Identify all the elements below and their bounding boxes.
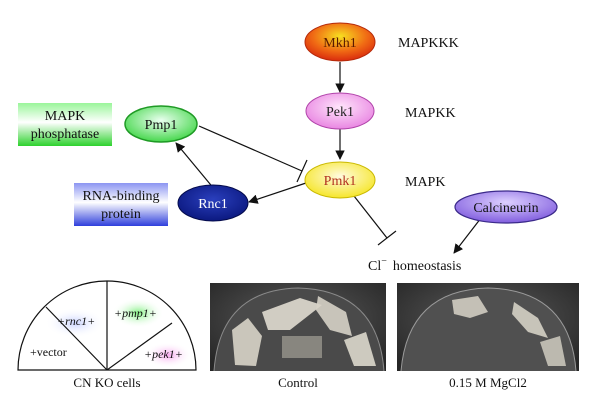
node-rnc1-shape <box>177 184 249 222</box>
tag-mapk-phosphatase-box <box>18 103 112 146</box>
halo-rnc1 <box>45 308 105 338</box>
divider-1 <box>45 306 108 371</box>
node-mkh1-shape <box>304 22 376 62</box>
outcome-charge: − <box>381 256 387 267</box>
plate-mgcl2-rim <box>400 287 577 372</box>
level-mapkkk: MAPKKK <box>398 36 459 51</box>
tag-mapk-phosphatase: MAPK phosphatase <box>18 103 112 146</box>
sector-pek1: +pek1+ <box>144 347 183 361</box>
node-calcineurin-label: Calcineurin <box>473 201 538 216</box>
plate-schematic: +rnc1+ +pmp1+ +pek1+ +vector <box>17 280 197 371</box>
node-mkh1-label: Mkh1 <box>323 36 356 51</box>
caption-control: Control <box>278 375 318 390</box>
tag-rna-binding-box <box>74 183 168 226</box>
edge-pmk1-rnc1 <box>248 182 307 204</box>
node-pmk1: Pmk1 <box>304 161 376 199</box>
node-calcineurin-shape <box>454 190 558 224</box>
divider-3 <box>106 322 173 371</box>
growth-control-3 <box>316 296 352 336</box>
node-calcineurin: Calcineurin <box>454 190 558 224</box>
sector-pmp1: +pmp1+ <box>114 306 157 320</box>
node-mkh1: Mkh1 <box>304 22 376 62</box>
growth-control-2 <box>262 298 322 330</box>
node-pmp1: Pmp1 <box>124 105 198 143</box>
edge-pmp1-inhibit-bar <box>296 159 308 183</box>
growth-mgcl2-3 <box>540 336 566 366</box>
caption-mgcl2: 0.15 M MgCl2 <box>449 375 527 390</box>
growth-control-5 <box>282 336 322 358</box>
tag-mapk-phosphatase-line2: phosphatase <box>31 127 99 142</box>
halo-pek1 <box>144 342 192 368</box>
tag-mapk-phosphatase-line1: MAPK <box>45 109 85 124</box>
sector-rnc1: +rnc1+ <box>57 314 95 328</box>
plate-photo-mgcl2 <box>397 283 579 372</box>
outcome-word: homeostasis <box>393 259 461 274</box>
edge-rnc1-pmp1 <box>175 142 216 191</box>
level-mapk: MAPK <box>405 175 445 190</box>
edge-calcineurin-homeostasis <box>453 217 482 254</box>
node-pek1-label: Pek1 <box>326 105 354 120</box>
node-pek1: Pek1 <box>305 92 375 130</box>
sector-vector: +vector <box>30 345 67 359</box>
tag-rna-binding: RNA-binding protein <box>74 183 168 226</box>
growth-control-4 <box>344 332 376 366</box>
edge-homeostasis-inhibit-bar <box>377 230 397 246</box>
level-mapkk: MAPKK <box>405 106 456 121</box>
edges <box>175 62 482 254</box>
halo-pmp1 <box>112 298 164 328</box>
plate-photo-control <box>210 283 386 372</box>
caption-cn-ko: CN KO cells <box>73 375 140 390</box>
tag-rna-binding-line1: RNA-binding <box>83 189 160 204</box>
growth-control-1 <box>232 318 262 366</box>
tag-rna-binding-line2: protein <box>101 207 141 222</box>
outcome-cl-homeostasis: Cl−homeostasis <box>368 256 461 274</box>
node-pmp1-label: Pmp1 <box>145 118 178 133</box>
node-rnc1-label: Rnc1 <box>198 197 228 212</box>
node-pmk1-label: Pmk1 <box>324 174 357 189</box>
node-rnc1: Rnc1 <box>177 184 249 222</box>
plate-schematic-outline <box>17 280 197 371</box>
edge-pmk1-inhibits-homeostasis <box>353 195 388 239</box>
edge-pmp1-inhibits-pmk1 <box>198 125 303 172</box>
node-pmp1-shape <box>124 105 198 143</box>
node-pek1-shape <box>305 92 375 130</box>
outcome-ion: Cl <box>368 259 381 274</box>
growth-mgcl2-1 <box>452 296 488 318</box>
node-pmk1-shape <box>304 161 376 199</box>
growth-mgcl2-2 <box>512 302 548 338</box>
